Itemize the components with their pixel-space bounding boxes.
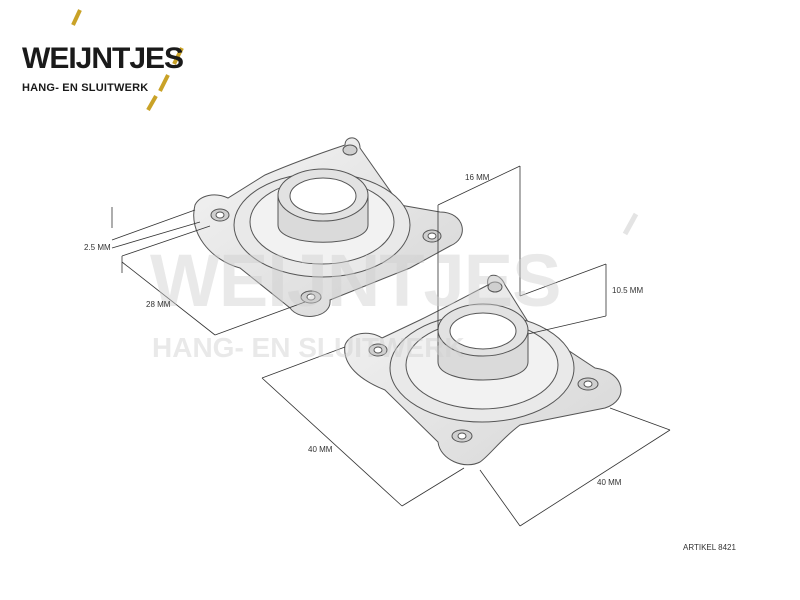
- article-number: ARTIKEL 8421: [683, 543, 736, 552]
- brand-logo: WEIJNTJES: [22, 42, 184, 75]
- dimension-label-2-5mm: 2.5 MM: [84, 243, 111, 252]
- rosette-left: [193, 137, 463, 317]
- dimension-lines: [111, 165, 671, 527]
- dimension-label-16mm: 16 MM: [465, 173, 490, 182]
- watermark-logo: WEIJNTJES: [150, 239, 561, 322]
- watermark-tagline: HANG- EN SLUITWERK: [152, 332, 465, 363]
- dimension-label-10-5mm: 10.5 MM: [612, 286, 644, 295]
- brand-tagline: HANG- EN SLUITWERK: [22, 82, 149, 94]
- dimension-label-28mm: 28 MM: [146, 300, 171, 309]
- rosette-right: [344, 274, 622, 466]
- dimension-label-40mm-right: 40 MM: [597, 478, 622, 487]
- dimension-label-40mm-left: 40 MM: [308, 445, 333, 454]
- watermark-slash: [622, 212, 639, 236]
- logo-accent-slashes: [71, 9, 184, 111]
